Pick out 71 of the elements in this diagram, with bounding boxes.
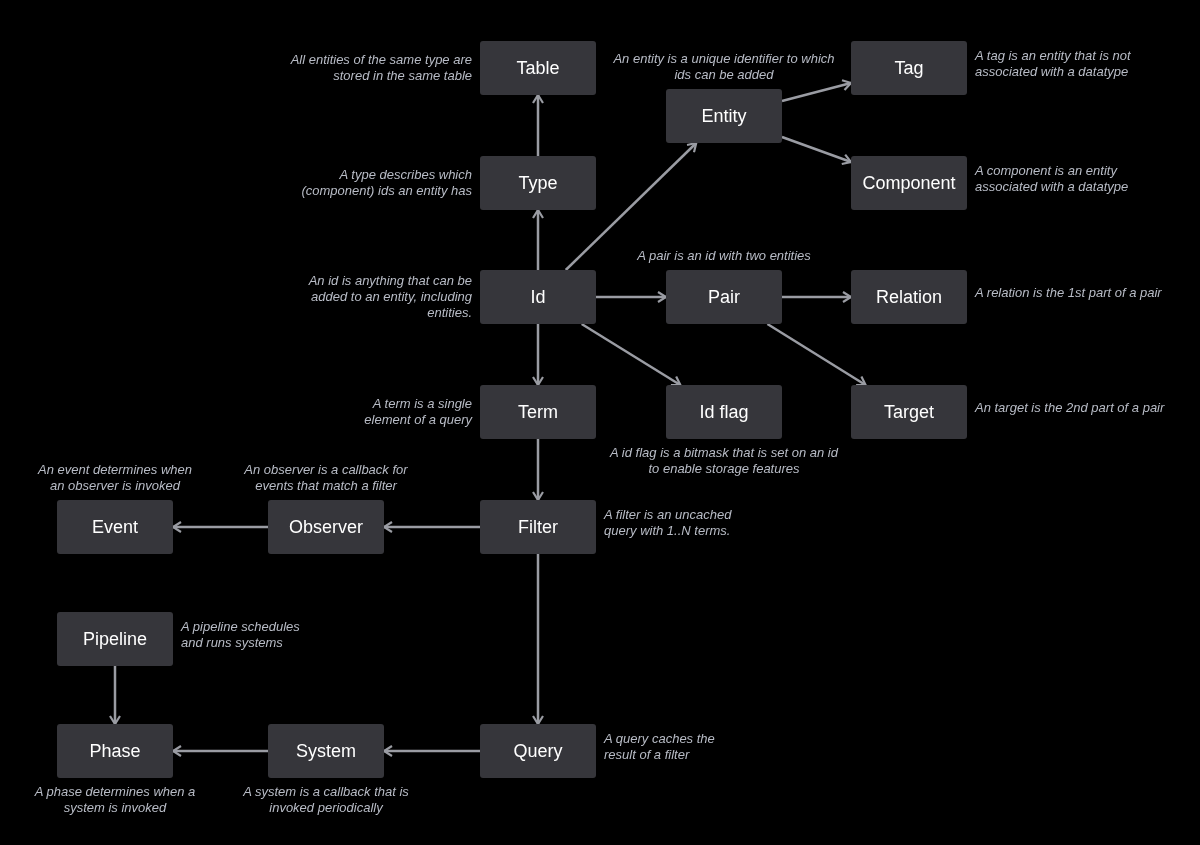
concept-box xyxy=(851,385,967,439)
node-title: Id flag xyxy=(699,400,749,424)
arrow xyxy=(531,208,545,270)
node-caption: All entities of the same type are stored in the same table xyxy=(289,52,472,84)
arrow xyxy=(596,290,668,304)
node-caption: A phase determines when a system is invoked xyxy=(33,784,197,816)
node-caption: An event determines when an observer is invoked xyxy=(36,462,193,494)
node-title: Query xyxy=(513,739,563,763)
node-caption: A id flag is a bitmask that is set on an id to enable storage features xyxy=(608,445,840,477)
node-title: Relation xyxy=(875,285,942,309)
concept-box xyxy=(666,385,782,439)
arrow xyxy=(781,135,853,166)
node-title: Type xyxy=(518,171,558,195)
arrow xyxy=(382,520,480,534)
concept-box xyxy=(57,612,173,666)
concept-box xyxy=(57,724,173,778)
node-caption: A system is a callback that is invoked periodically xyxy=(242,784,410,816)
node-caption: A pipeline schedules and runs systems xyxy=(181,619,301,651)
node-title: Tag xyxy=(894,56,924,80)
node-caption: A tag is an entity that is not associated with a datatype xyxy=(975,48,1132,80)
concept-box xyxy=(851,156,967,210)
concept-box xyxy=(480,724,596,778)
node-title: System xyxy=(296,739,356,763)
arrow xyxy=(171,744,268,758)
concept-box xyxy=(268,724,384,778)
node-title: Table xyxy=(516,56,560,80)
concept-box xyxy=(666,89,782,143)
node-caption: An entity is a unique identifier to which ids can be added xyxy=(612,51,836,83)
concept-box xyxy=(268,500,384,554)
arrow xyxy=(564,141,698,271)
concept-box xyxy=(480,500,596,554)
node-caption: A filter is an uncached query with 1..N terms. xyxy=(604,507,733,539)
node-caption: A query caches the result of a filter xyxy=(604,731,716,763)
concept-box xyxy=(480,41,596,95)
node-caption: An observer is a callback for events that match a filter xyxy=(243,462,409,494)
node-title: Entity xyxy=(701,104,747,128)
concept-box xyxy=(480,385,596,439)
arrow xyxy=(782,290,853,304)
node-caption: An id is anything that can be added to an entity, including entities. xyxy=(307,273,472,321)
node-caption: An target is the 2nd part of a pair xyxy=(975,400,1166,416)
concept-box xyxy=(851,270,967,324)
concept-box xyxy=(666,270,782,324)
node-title: Event xyxy=(92,515,138,539)
node-title: Target xyxy=(884,400,934,424)
node-title: Observer xyxy=(289,515,363,539)
arrow xyxy=(531,439,545,502)
concept-box xyxy=(480,270,596,324)
arrow xyxy=(581,322,682,387)
arrow xyxy=(171,520,268,534)
node-caption: A relation is the 1st part of a pair xyxy=(975,285,1163,301)
arrow xyxy=(531,93,545,156)
arrow xyxy=(382,744,480,758)
concept-box xyxy=(57,500,173,554)
arrow xyxy=(531,324,545,387)
node-caption: A pair is an id with two entities xyxy=(636,248,812,264)
node-caption: A type describes which (component) ids an entity has xyxy=(300,167,472,199)
node-title: Pair xyxy=(708,285,740,309)
node-caption: A term is a single element of a query xyxy=(363,396,472,428)
node-title: Phase xyxy=(89,739,141,763)
node-title: Pipeline xyxy=(82,627,147,651)
node-title: Id xyxy=(530,285,546,309)
concept-box xyxy=(480,156,596,210)
arrow xyxy=(781,79,853,103)
arrow xyxy=(108,666,122,726)
node-title: Filter xyxy=(518,515,558,539)
arrow xyxy=(766,322,867,387)
concept-box xyxy=(851,41,967,95)
arrow xyxy=(531,554,545,726)
node-title: Term xyxy=(518,400,558,424)
node-caption: A component is an entity associated with a datatype xyxy=(975,163,1130,195)
node-title: Component xyxy=(862,171,956,195)
